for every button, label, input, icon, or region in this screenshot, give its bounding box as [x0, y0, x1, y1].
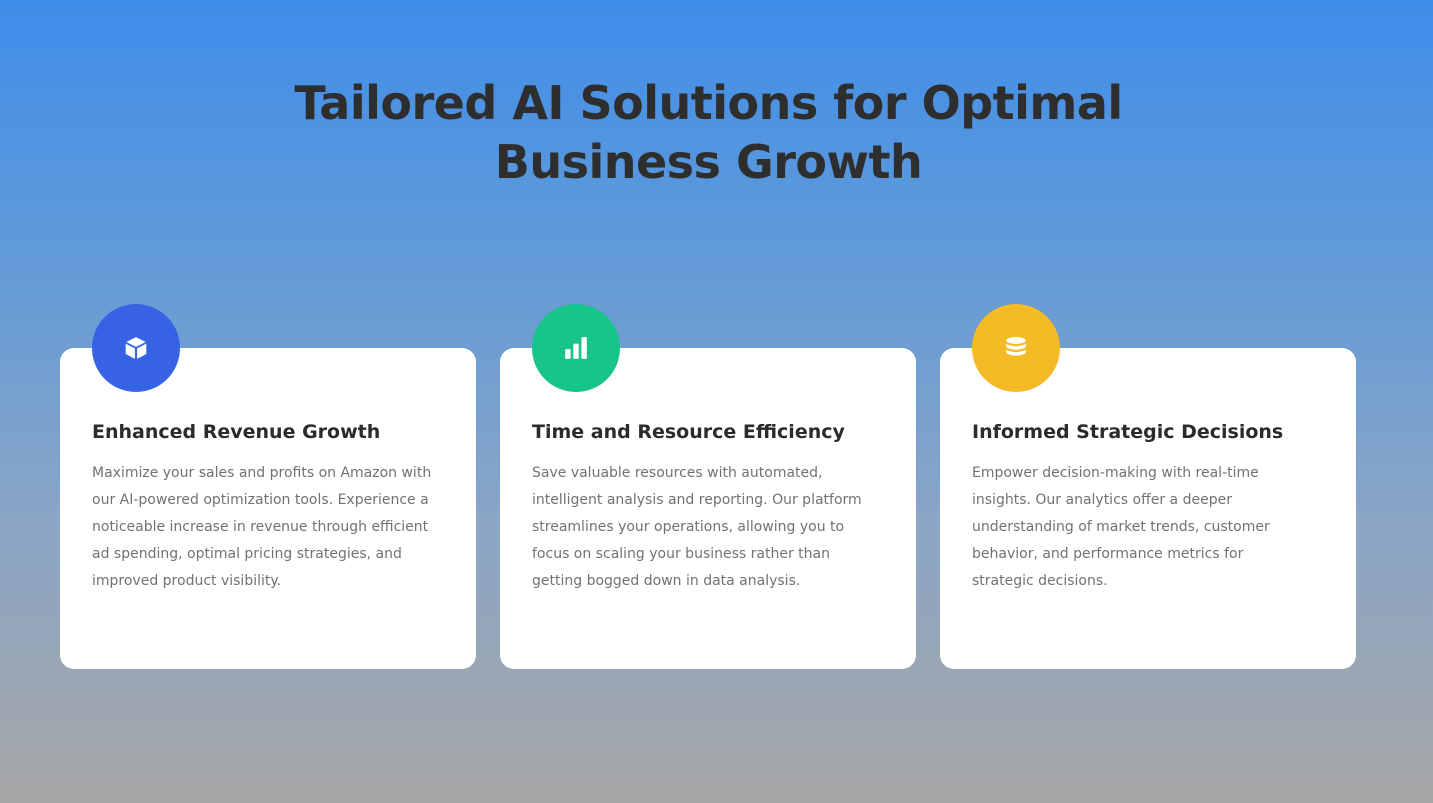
- card-description-line: intelligent analysis and reporting. Our …: [532, 492, 862, 508]
- card-title: Enhanced Revenue Growth: [92, 421, 381, 443]
- card-title: Informed Strategic Decisions: [972, 421, 1284, 443]
- card-description-line: Maximize your sales and profits on Amazo…: [92, 465, 432, 481]
- card-title: Time and Resource Efficiency: [532, 421, 845, 443]
- card-description-line: noticeable increase in revenue through e…: [92, 519, 429, 535]
- card-description-line: focus on scaling your business rather th…: [532, 546, 830, 562]
- page-title-line-1: Tailored AI Solutions for Optimal: [294, 76, 1123, 130]
- card-description-line: our AI-powered optimization tools. Exper…: [92, 492, 429, 508]
- feature-card-revenue-growth: Enhanced Revenue Growth Maximize your sa…: [60, 304, 476, 669]
- card-description: Maximize your sales and profits on Amazo…: [92, 460, 448, 595]
- card-description-line: improved product visibility.: [92, 573, 282, 589]
- page-title-line-2: Business Growth: [494, 135, 923, 189]
- card-description-line: strategic decisions.: [972, 573, 1108, 589]
- cube-icon: [92, 304, 180, 392]
- card-description: Save valuable resources with automated, …: [532, 460, 888, 595]
- card-description-line: streamlines your operations, allowing yo…: [532, 519, 845, 535]
- card-description-line: Empower decision-making with real-time: [972, 465, 1259, 481]
- database-icon: [972, 304, 1060, 392]
- card-description-line: Save valuable resources with automated,: [532, 465, 823, 481]
- card-description-line: insights. Our analytics offer a deeper: [972, 492, 1232, 508]
- card-description-line: understanding of market trends, customer: [972, 519, 1270, 535]
- card-description-line: getting bogged down in data analysis.: [532, 573, 801, 589]
- bar-chart-icon: [532, 304, 620, 392]
- feature-card-efficiency: Time and Resource Efficiency Save valuab…: [500, 304, 916, 669]
- card-description: Empower decision-making with real-time i…: [972, 460, 1328, 595]
- page-title: Tailored AI Solutions for Optimal Busine…: [0, 74, 1417, 192]
- card-description-line: ad spending, optimal pricing strategies,…: [92, 546, 402, 562]
- card-description-line: behavior, and performance metrics for: [972, 546, 1244, 562]
- feature-card-strategic-decisions: Informed Strategic Decisions Empower dec…: [940, 304, 1356, 669]
